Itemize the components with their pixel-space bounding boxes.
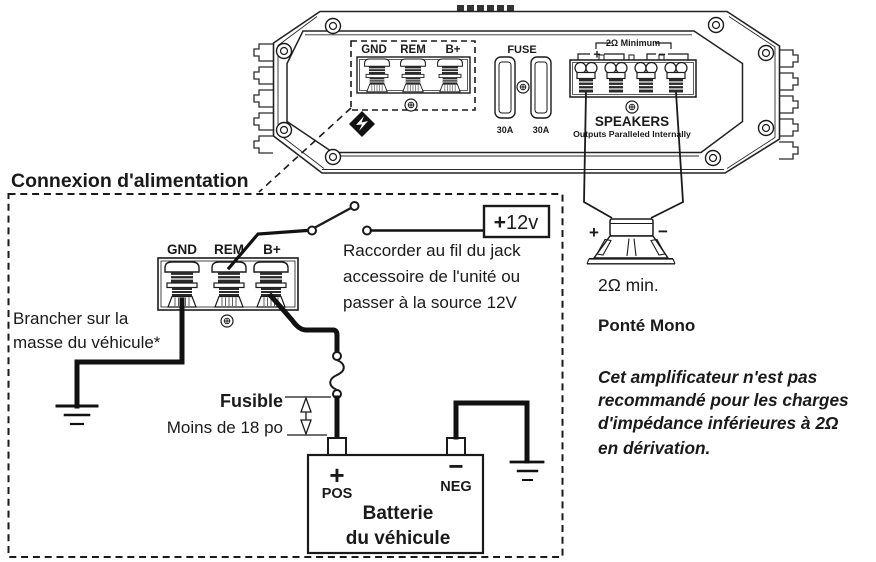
projection-dashed-line [258,107,352,193]
ground-note-line-2: masse du véhicule* [13,333,161,352]
speaker-impedance-label: 2Ω min. [598,275,659,295]
remote-wire [226,228,309,271]
rem-label: REM [214,242,244,257]
fuse-rating-right: 30A [533,125,550,135]
speaker-terminal-block-inner [572,62,694,95]
note-line-1: Cet amplificateur n'est pas [598,367,818,387]
chassis-ground-symbol-right [509,460,545,481]
plus-bracket [577,53,625,60]
fuse-label: FUSE [507,44,536,56]
amplifier-chassis: GND REM B+ FUSE 30A 30A 2Ω Minimum + [253,5,799,174]
heatsink-fins-left [253,43,274,154]
impedance-min-label: 2Ω Minimum [606,38,660,48]
ground-wire [74,297,185,409]
bridged-mono-note: Ponté Mono Cet amplificateur n'est pas r… [598,316,849,458]
speaker-plus-label: + [593,48,600,62]
power-connection-section: Connexion d'alimentation GND REM B+ Bran… [7,107,564,558]
speaker-circuit: + − 2Ω min. [583,91,684,295]
speaker-wire-plus [583,91,613,219]
battery-minus-mark: − [448,451,463,481]
brand-diamond-icon [349,111,375,137]
switch-symbol [307,201,372,236]
battery-neg-label: NEG [440,479,471,495]
section-title: Connexion d'alimentation [11,170,249,192]
fuse-distance-indicator [285,396,331,436]
inline-fuse-symbol [329,351,345,399]
amp-fuse-area: FUSE 30A 30A [494,44,552,135]
impedance-bracket [595,42,672,49]
amp-left-cap-inner-line [277,16,325,169]
speaker-wire-minus [650,91,684,219]
fuse-holder-left-slot [498,61,512,114]
battery: + POS − NEG Batterie du véhicule [306,437,485,555]
battery-pos-terminal [327,437,347,456]
neg-ground-wire [453,400,530,464]
fuse-distance-label: Moins de 18 po [167,418,283,437]
battery-plus-mark: + [329,460,344,490]
amp-speaker-area: 2Ω Minimum + − SPEAKERS Outputs Parallel… [569,38,697,139]
heatsink-fins-right [778,49,799,160]
amp-gnd-label: GND [361,44,387,56]
speaker-icon [586,218,676,265]
power-section-dashed-box [7,193,564,558]
fuse-rating-left: 30A [497,125,514,135]
bridged-mono-heading: Ponté Mono [598,316,695,335]
twelve-volt-label: +12v [494,211,539,234]
fuse-holder-right-slot [534,61,548,114]
gnd-label: GND [167,242,197,257]
speaker-minus-mark: − [658,222,668,241]
speaker-plus-mark: + [589,223,599,242]
speakers-sublabel: Outputs Paralleled Internally [573,129,691,139]
amp-rem-label: REM [400,44,426,56]
chassis-ground-symbol-left [55,404,99,426]
battery-body [306,453,485,555]
amp-bplus-label: B+ [445,44,460,56]
minus-bracket [646,53,689,60]
note-line-4: en dérivation. [598,438,710,458]
remote-note-line-1: Raccorder au fil du jack [343,241,521,260]
battery-name-line-1: Batterie [363,503,434,524]
note-line-2: recommandé pour les charges [598,390,849,410]
power-terminal-block: GND REM B+ [157,242,299,328]
bplus-label: B+ [263,242,281,257]
twelve-volt-source: +12v [482,204,551,239]
remote-note-line-3: passer à la source 12V [343,293,518,312]
battery-name-line-2: du véhicule [346,528,451,549]
note-line-3: d'impédance inférieures à 2Ω [598,413,839,433]
amp-top-ribbed-detail [457,5,514,11]
amp-right-cap-inner-line [726,16,776,169]
battery-pos-label: POS [322,486,353,502]
bplus-wire-upper [267,292,340,354]
amp-power-terminal-area: GND REM B+ [350,40,476,112]
remote-note-line-2: accessoire de l'unité ou [343,267,520,286]
fusible-label: Fusible [220,391,283,411]
speakers-label: SPEAKERS [595,114,669,129]
ground-note-line-1: Brancher sur la [13,309,129,328]
